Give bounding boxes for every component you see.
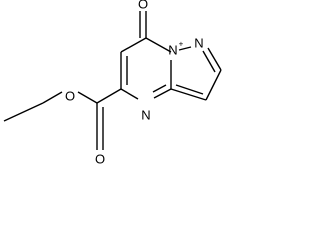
- chemical-structure: O N + N N O O: [3, 0, 222, 167]
- bond-n4-c3a: [153, 88, 172, 99]
- bond-c7-c6: [120, 37, 147, 53]
- bond-methyl: [3, 102, 44, 122]
- bond-n-bridgehead-n1: [178, 46, 192, 51]
- bond-ester-o-methyl: [42, 91, 63, 104]
- atom-n-bridgehead: N: [168, 43, 177, 58]
- atom-o-ester: O: [65, 89, 75, 104]
- bond-n4-c3a-double: [152, 84, 167, 93]
- bond-n1-c2: [207, 47, 222, 71]
- bond-c3-c3a-double: [175, 84, 204, 95]
- bond-c7-n-bridgehead: [145, 37, 172, 53]
- atom-n-pyrazole: N: [194, 36, 203, 51]
- atom-n-ring: N: [141, 108, 150, 123]
- bond-c5-ester-carbon: [96, 88, 122, 104]
- bond-ester-carbon-o: [77, 91, 98, 104]
- atom-o-ester-carbonyl: O: [95, 152, 105, 167]
- bond-c2-c3: [205, 69, 222, 101]
- bond-c5-n4: [120, 88, 139, 100]
- atom-n-bridgehead-charge: +: [179, 40, 184, 49]
- bond-c3-c3a: [170, 88, 207, 101]
- bond-n1-c2-double: [202, 50, 216, 73]
- atom-o-carbonyl-top: O: [138, 0, 148, 12]
